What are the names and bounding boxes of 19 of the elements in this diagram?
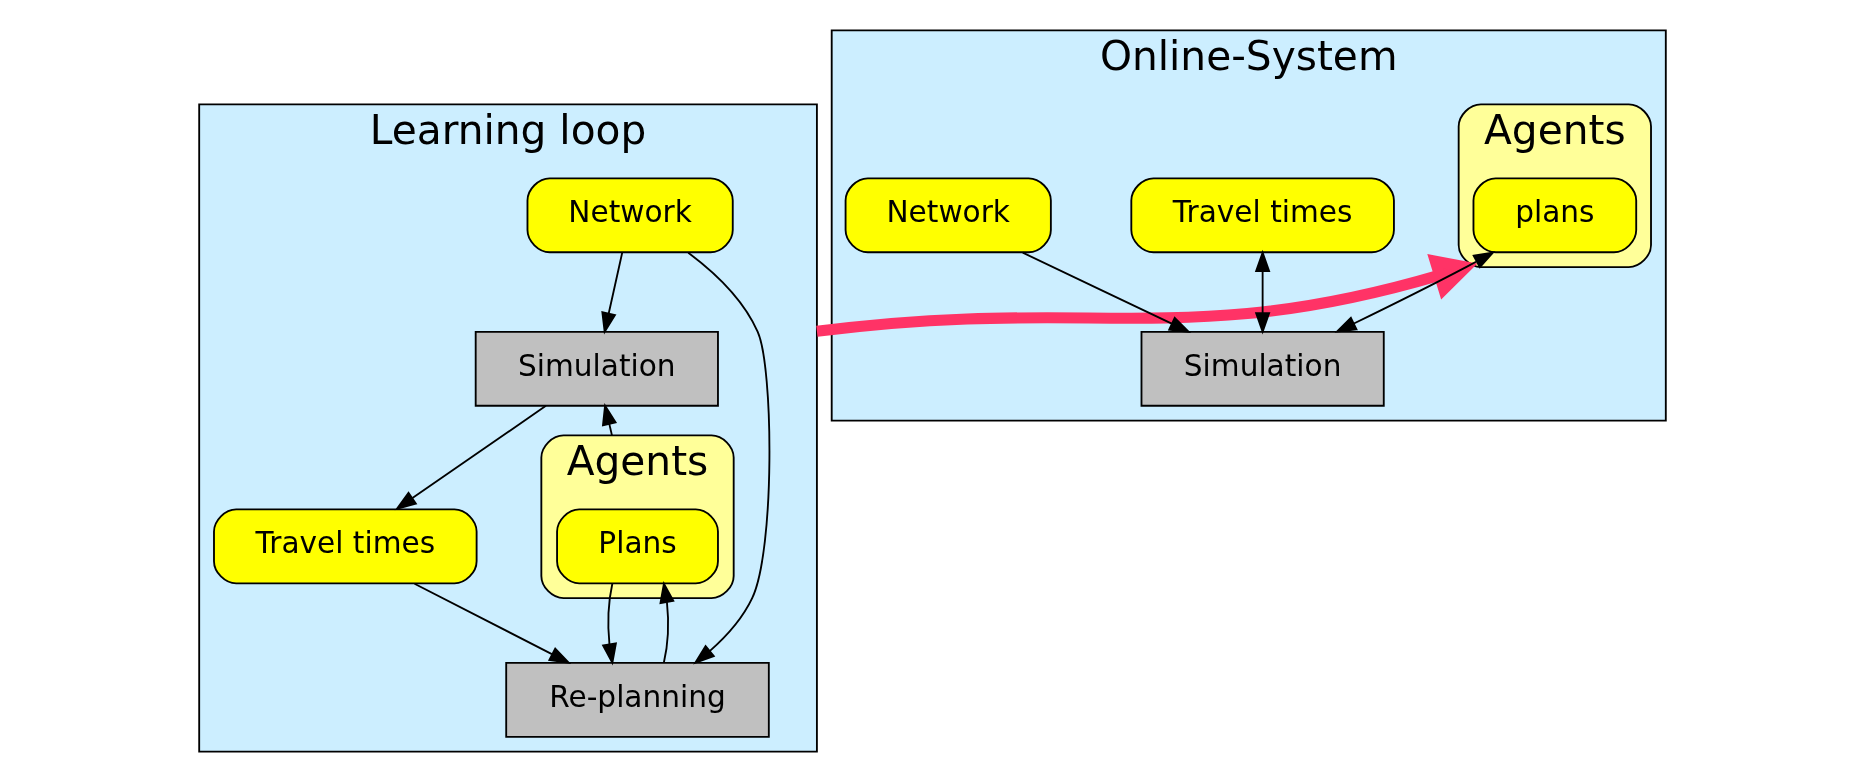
arrow xyxy=(394,404,547,511)
arrow xyxy=(1021,251,1191,333)
node-box: Re-planning xyxy=(504,661,770,738)
arrow xyxy=(658,580,675,664)
node-box: Network xyxy=(526,177,734,254)
node-box: Travel times xyxy=(212,508,478,585)
arrow xyxy=(600,251,623,335)
arrow xyxy=(413,582,571,665)
arrow xyxy=(601,582,617,666)
node-box: plans xyxy=(1472,177,1637,254)
arrow xyxy=(1254,249,1270,335)
node-box: Network xyxy=(844,177,1052,254)
arrow xyxy=(1334,251,1495,333)
node-box: Plans xyxy=(555,508,719,585)
node-box: Simulation xyxy=(1140,330,1385,407)
arrow xyxy=(686,251,770,665)
arrow xyxy=(815,254,1477,337)
node-box: Travel times xyxy=(1129,177,1395,254)
node-box: Simulation xyxy=(474,330,719,407)
